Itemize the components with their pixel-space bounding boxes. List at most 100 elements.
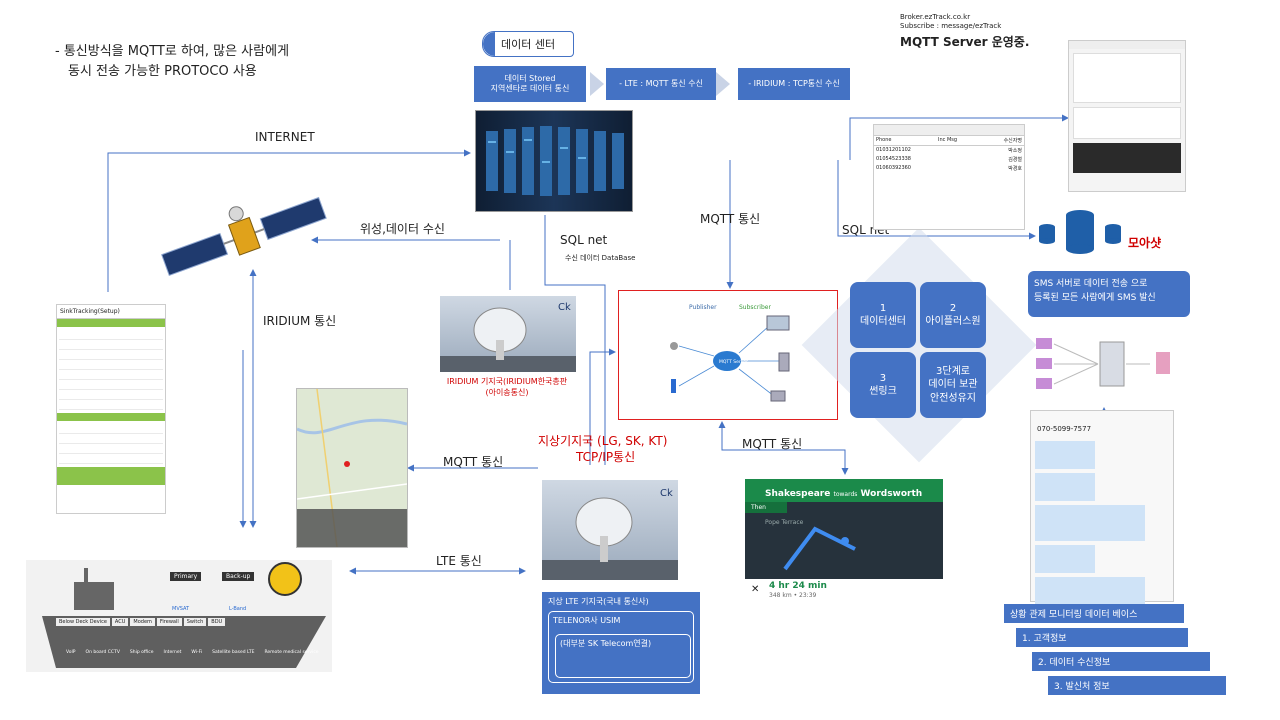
quad-datacenter: 1 데이터센터 xyxy=(850,282,916,348)
mqtt-flow-graphic: Publisher Subscriber MQTT Server xyxy=(670,304,790,402)
broker-topic: Subscribe : message/ezTrack xyxy=(900,22,1002,30)
server-racks-icon xyxy=(486,126,624,196)
mqtt-server-note: MQTT Server 운영중. xyxy=(900,35,1030,49)
receive-db-label: 수신 데이터 DataBase xyxy=(565,254,636,262)
device-switch: Switch xyxy=(183,618,207,626)
nav-eta: 4 hr 24 min xyxy=(769,581,827,591)
broker-host: Broker.ezTrack.co.kr xyxy=(900,13,971,21)
primary-label: Primary xyxy=(170,572,202,581)
map-graphic xyxy=(296,388,408,548)
device-below-deck: Below Deck Device xyxy=(56,618,110,626)
device-modem: Modem xyxy=(130,618,155,626)
mqtt-comm-label-3: MQTT 통신 xyxy=(742,437,803,451)
device-firewall: Firewall xyxy=(156,618,182,626)
cell-name: 박경호 xyxy=(1008,166,1022,172)
datacenter-title-box: 데이터 센터 xyxy=(482,31,574,57)
lte-station-box: 지상 LTE 기지국(국내 통신사) TELENOR사 USIM (대부분 SK… xyxy=(542,592,700,694)
thermometer-icon xyxy=(671,379,676,393)
ship-illustration: Primary Back-up MVSAT L-Band Below Deck … xyxy=(26,560,332,672)
satellite-receive-label: 위성,데이터 수신 xyxy=(360,222,445,236)
vsat-label: MVSAT xyxy=(172,606,190,612)
lte-mqtt-box: - LTE : MQTT 통신 수신 xyxy=(606,68,716,100)
sms-server-box: SMS 서버로 데이터 전송 으로 등록된 모든 사람에게 SMS 발신 xyxy=(1028,271,1190,317)
dish-antenna-icon: Ck xyxy=(440,302,576,372)
monitoring-item-3: 3. 발신처 정보 xyxy=(1048,676,1226,695)
database-icon xyxy=(1039,210,1121,254)
service-medical: Remote medical service xyxy=(264,650,319,655)
lte-dish-icon: Ck xyxy=(542,488,678,580)
sk-link-label: (대부분 SK Telecom연결) xyxy=(560,639,652,648)
quad-4-line1: 3단계로 xyxy=(936,365,970,377)
close-icon[interactable]: ✕ xyxy=(751,584,760,595)
ground-station-label-1: 지상기지국 (LG, SK, KT) xyxy=(538,434,668,448)
iridium-dish-photo: Ck xyxy=(440,296,576,372)
quad-iplusone: 2 아이플러스원 xyxy=(920,282,986,348)
service-wifi: Wi-Fi xyxy=(191,650,203,655)
iridium-station-line2: (아이송통신) xyxy=(485,388,529,397)
stored-line2: 지역센타로 데이터 통신 xyxy=(490,84,570,93)
iridium-comm-label: IRIDIUM 통신 xyxy=(263,314,337,328)
location-pin-icon xyxy=(344,461,350,467)
lte-station-title: 지상 LTE 기지국(국내 통신사) xyxy=(548,597,649,606)
nav-street: Shakespeare xyxy=(765,489,831,499)
server-icon xyxy=(778,352,790,372)
quad-2-num: 2 xyxy=(949,302,957,314)
monitoring-item-2: 2. 데이터 수신정보 xyxy=(1032,652,1210,671)
cell-phone: 01031201102 xyxy=(876,147,911,153)
datacenter-title: 데이터 센터 xyxy=(501,38,556,51)
sms-server-icon xyxy=(1099,341,1125,387)
ground-station-label-2: TCP/IP통신 xyxy=(576,450,636,464)
nav-distance: 348 km • 23:39 xyxy=(769,592,817,599)
quad-2-text: 아이플러스원 xyxy=(925,316,981,327)
nav-side-street: Pope Terrace xyxy=(765,519,804,526)
nav-footer: ✕ 4 hr 24 min 348 km • 23:39 xyxy=(745,579,943,603)
nav-route-graphic xyxy=(783,526,856,571)
mqtt-architecture-diagram: Publisher Subscriber MQTT Server xyxy=(618,290,838,420)
svg-text:Ck: Ck xyxy=(660,488,673,499)
sensor-node-icon xyxy=(670,342,678,350)
lte-dish-photo: Ck xyxy=(542,480,678,580)
nav-header: Shakespeare towards Wordsworth xyxy=(745,479,943,502)
tracking-app-screenshot: SinkTracking(Setup) xyxy=(56,304,166,514)
mqtt-comm-label-1: MQTT 통신 xyxy=(700,212,761,226)
th-recipient: 수신자명 xyxy=(1003,138,1022,144)
broker-phone-screenshot xyxy=(1068,40,1186,192)
quad-1-text: 데이터센터 xyxy=(860,316,906,327)
message-envelope-icon xyxy=(1156,352,1170,374)
protocol-note-line2: 동시 전송 가능한 PROTOCO 사용 xyxy=(68,64,257,79)
satellite-icon xyxy=(161,196,327,276)
flow-arrow-1 xyxy=(716,72,730,96)
sms-distribution-graphic xyxy=(1036,338,1170,389)
map-screenshot xyxy=(296,388,408,548)
cell-name: 김경철 xyxy=(1008,157,1022,163)
monitoring-title: 상황 관제 모니터링 데이터 베이스 xyxy=(1004,604,1184,623)
nav-destination: Wordsworth xyxy=(860,489,923,499)
lte-comm-label: LTE 통신 xyxy=(436,554,482,568)
flow-arrow-0 xyxy=(590,72,604,96)
iridium-station-label: IRIDIUM 기지국(IRIDIUM한국총판 (아이송통신) xyxy=(437,376,577,398)
service-internet: Internet xyxy=(163,650,182,655)
sms-line2: 등록된 모든 사람에게 SMS 발신 xyxy=(1034,293,1156,304)
buoy-tracker-icon xyxy=(268,562,302,596)
device-acu: ACU xyxy=(111,618,129,626)
th-phone: Phone xyxy=(876,137,892,143)
usim-label: TELENOR사 USIM xyxy=(553,616,621,625)
service-bar: VoIP On board CCTV Ship office Internet … xyxy=(66,650,319,655)
nav-towards: towards xyxy=(833,491,858,498)
sms-phone-number: 070-5099-7577 xyxy=(1037,425,1092,433)
moasyat-label: 모아샷 xyxy=(1128,236,1162,250)
stored-line1: 데이터 Stored xyxy=(504,73,556,83)
app-title: SinkTracking(Setup) xyxy=(57,305,165,319)
mqtt-cloud-icon xyxy=(713,351,741,371)
monitoring-item-1: 1. 고객정보 xyxy=(1016,628,1188,647)
sms-phone-screenshot: 070-5099-7577 xyxy=(1030,410,1174,613)
quad-1-num: 1 xyxy=(879,302,887,314)
device-bdu: BDU xyxy=(208,618,226,626)
